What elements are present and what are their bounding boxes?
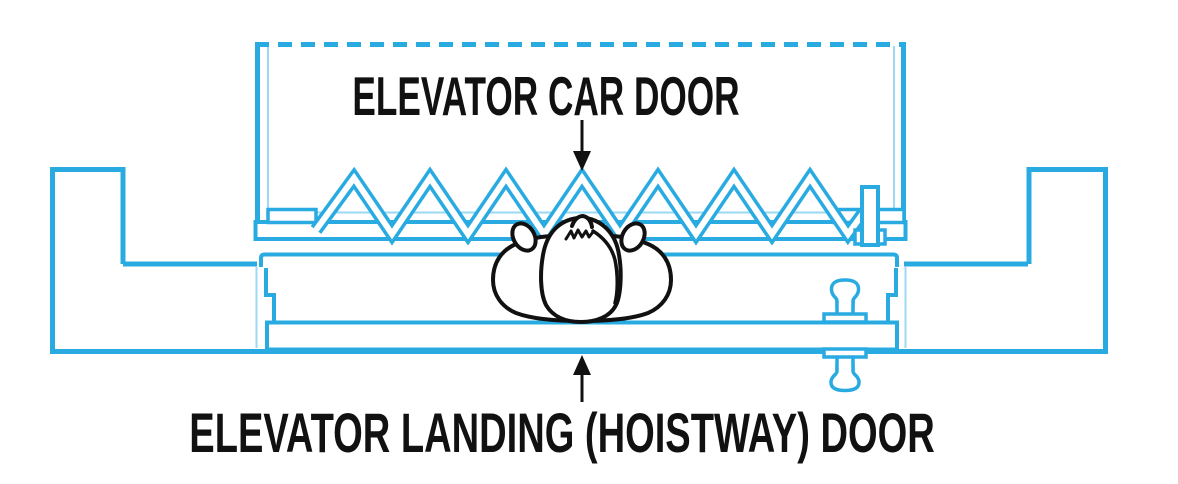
door-knob-upper [822, 278, 868, 324]
gate-zigzag-inner [313, 172, 867, 240]
right-jamb-profile [886, 268, 898, 321]
elevator-car-outline [255, 42, 906, 224]
arrow-down-icon [573, 120, 591, 171]
right-wall-outline [1026, 167, 1108, 351]
gate-latch [853, 185, 887, 247]
left-ear [510, 221, 538, 253]
knob-flange [822, 347, 868, 359]
door-knob-lower [822, 347, 868, 393]
person-head-top-view [491, 214, 673, 324]
hair-tuft [570, 214, 594, 229]
knob-flange [822, 312, 868, 324]
landing-door-label: ELEVATOR LANDING (HOISTWAY) DOOR [189, 401, 935, 464]
hair-side-edge [591, 229, 619, 305]
right-ear [619, 221, 647, 253]
knob-bulb [829, 278, 861, 307]
landing-door-slab [265, 320, 899, 352]
left-wall-outline [50, 167, 126, 351]
landing-door-panel [265, 320, 899, 352]
car-door-label: ELEVATOR CAR DOOR [352, 65, 740, 127]
arrow-up-head [573, 355, 591, 375]
hair-fringe [564, 228, 595, 241]
gate-bunch-left [266, 207, 318, 225]
knob-bulb [829, 365, 861, 393]
left-jamb-profile [264, 268, 276, 321]
arrow-down-head [573, 151, 591, 171]
arrow-up-icon [573, 355, 591, 402]
latch-bar [860, 185, 880, 247]
